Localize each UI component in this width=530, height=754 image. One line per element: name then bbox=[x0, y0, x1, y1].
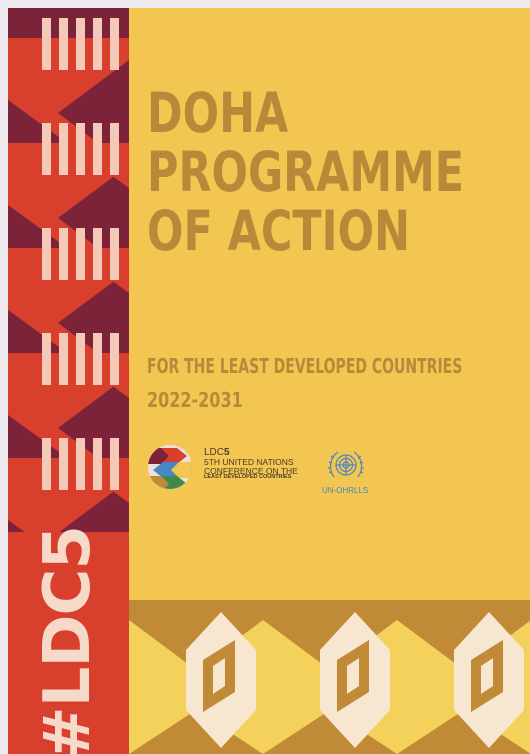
bottom-decorative-band bbox=[129, 600, 530, 754]
document-cover: #LDC5 DOHA PROGRAMME OF ACTION FOR THE L… bbox=[8, 8, 530, 754]
left-stripe bbox=[93, 18, 102, 70]
page-title: DOHA PROGRAMME OF ACTION bbox=[147, 84, 464, 261]
left-stripe bbox=[42, 18, 51, 70]
ldc5-name-number: 5 bbox=[224, 447, 230, 458]
hashtag-band: #LDC5 bbox=[8, 526, 129, 754]
left-stripe bbox=[42, 333, 51, 385]
left-stripe bbox=[59, 228, 68, 280]
left-stripe bbox=[93, 123, 102, 175]
left-stripe bbox=[76, 228, 85, 280]
left-stripe bbox=[76, 438, 85, 490]
bottom-inner-hole bbox=[481, 658, 493, 694]
left-stripe bbox=[59, 18, 68, 70]
left-stripe bbox=[110, 438, 119, 490]
left-stripe bbox=[93, 333, 102, 385]
left-stripe bbox=[93, 228, 102, 280]
title-line-1: DOHA bbox=[147, 81, 289, 145]
title-line-3: OF ACTION bbox=[147, 198, 410, 263]
ldc5-name-prefix: LDC bbox=[204, 447, 225, 458]
subtitle: FOR THE LEAST DEVELOPED COUNTRIES bbox=[147, 354, 463, 378]
ldc5-line-3: CONFERENCE ON THE bbox=[204, 465, 298, 476]
left-stripe bbox=[42, 123, 51, 175]
left-stripe bbox=[59, 123, 68, 175]
years-range: 2022-2031 bbox=[147, 388, 243, 412]
ldc5-line-2: 5TH UNITED NATIONS bbox=[204, 457, 294, 467]
left-stripe bbox=[59, 438, 68, 490]
left-stripe bbox=[76, 333, 85, 385]
un-emblem-icon bbox=[328, 451, 364, 478]
hashtag-text: #LDC5 bbox=[31, 525, 105, 754]
left-stripe bbox=[110, 333, 119, 385]
ldc5-line-4: LEAST DEVELOPED COUNTRIES bbox=[204, 474, 292, 480]
left-stripe bbox=[110, 123, 119, 175]
title-line-2: PROGRAMME bbox=[147, 139, 465, 204]
bottom-inner-hole bbox=[347, 658, 359, 694]
un-ohrlls-label: UN-OHRLLS bbox=[322, 486, 369, 495]
left-stripe bbox=[42, 438, 51, 490]
left-stripe bbox=[110, 228, 119, 280]
left-stripe bbox=[76, 18, 85, 70]
left-stripe bbox=[42, 228, 51, 280]
left-stripe bbox=[76, 123, 85, 175]
left-stripe bbox=[93, 438, 102, 490]
ldc5-logo-text: LDC5 5TH UNITED NATIONS CONFERENCE ON TH… bbox=[204, 448, 298, 481]
left-stripe bbox=[59, 333, 68, 385]
ldc5-logo-icon bbox=[148, 445, 192, 489]
bottom-inner-hole bbox=[213, 658, 225, 694]
left-stripe bbox=[110, 18, 119, 70]
